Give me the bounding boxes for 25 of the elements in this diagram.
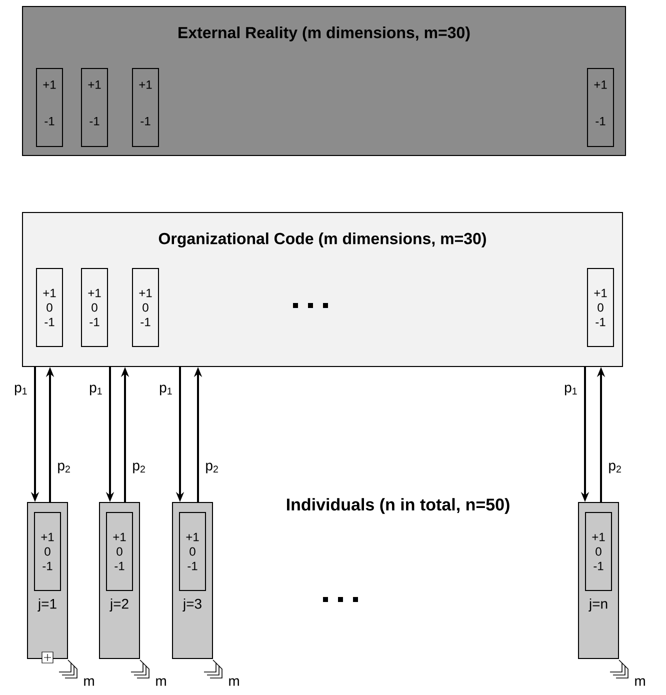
edge-label: p$_{2}$ xyxy=(56,462,72,474)
beside-label: m xyxy=(229,678,239,686)
beside-label: m xyxy=(156,678,166,686)
edge-label: p$_{1}$ xyxy=(563,384,579,396)
edge-label: p$_{2}$ xyxy=(204,462,220,474)
value-box: +1 0 -1 xyxy=(34,512,61,591)
beside-label: m xyxy=(635,678,645,686)
value-box: +1 -1 xyxy=(587,68,614,147)
value-box: +1 0 -1 xyxy=(81,268,108,347)
value-box: +1 -1 xyxy=(132,68,159,147)
edge-label: p$_{2}$ xyxy=(131,462,147,474)
edge-label: p$_{1}$ xyxy=(158,384,174,396)
value-box: +1 -1 xyxy=(81,68,108,147)
edge-label: p$_{1}$ xyxy=(88,384,104,396)
value-box: +1 0 -1 xyxy=(106,512,133,591)
value-box: +1 0 -1 xyxy=(585,512,612,591)
value-box: +1 -1 xyxy=(36,68,63,147)
value-box: +1 0 -1 xyxy=(587,268,614,347)
edge-label: p$_{2}$ xyxy=(607,462,623,474)
edge-label: p$_{1}$ xyxy=(13,384,29,396)
beside-label: m xyxy=(84,678,94,686)
group-label: Individuals (n in total, n=50) xyxy=(286,498,510,514)
value-box: +1 0 -1 xyxy=(36,268,63,347)
value-box: +1 0 -1 xyxy=(132,268,159,347)
value-box: +1 0 -1 xyxy=(179,512,206,591)
